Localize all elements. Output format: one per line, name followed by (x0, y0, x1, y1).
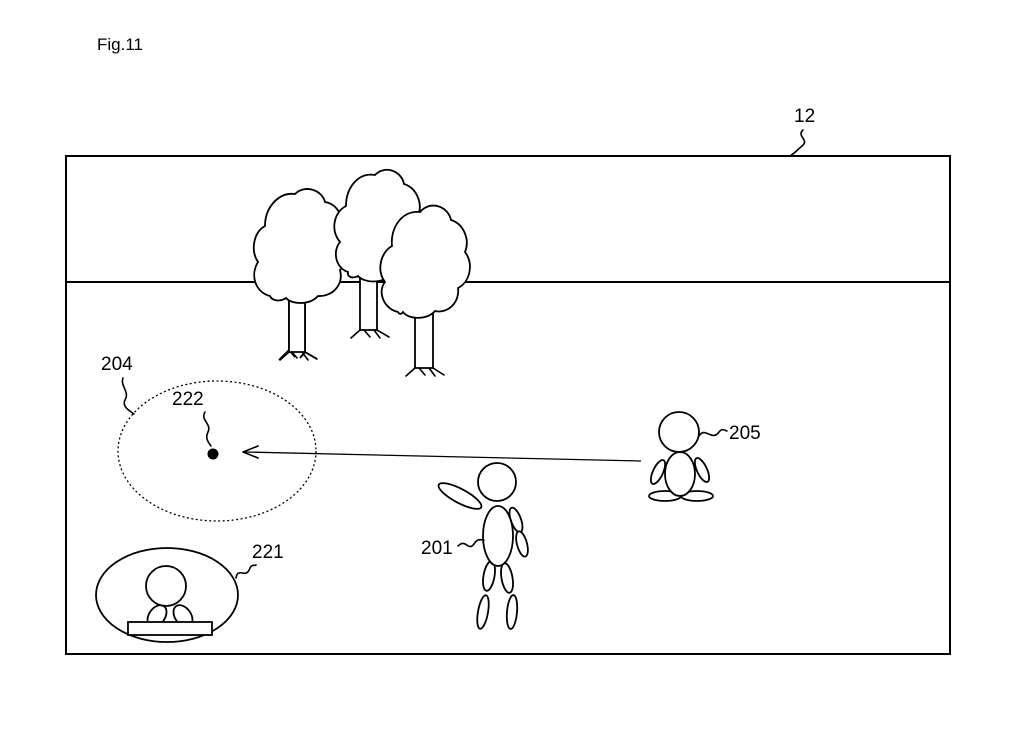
figure-label: Fig.11 (97, 35, 143, 54)
pass-direction-arrow (244, 451, 642, 462)
leader-target-point (203, 411, 212, 447)
arrow-head (242, 445, 259, 459)
tree-right (379, 204, 471, 377)
label-target-point: 222 (172, 389, 204, 410)
tree-left (252, 188, 350, 361)
mini-view (95, 547, 239, 643)
label-screen: 12 (794, 106, 815, 127)
target-range-ellipse (117, 380, 317, 522)
leader-player-character (457, 538, 485, 548)
label-player-character: 201 (421, 538, 453, 559)
label-mini-view: 221 (252, 542, 284, 563)
leader-screen (789, 129, 806, 157)
screen-frame (65, 155, 951, 655)
leader-other-character (698, 428, 728, 437)
label-other-character: 205 (729, 423, 761, 444)
player-character (437, 462, 529, 630)
other-character (648, 411, 714, 502)
label-target-range: 204 (101, 354, 133, 375)
leader-mini-view (235, 564, 257, 579)
leader-target-range (121, 377, 135, 415)
target-point (207, 448, 219, 460)
